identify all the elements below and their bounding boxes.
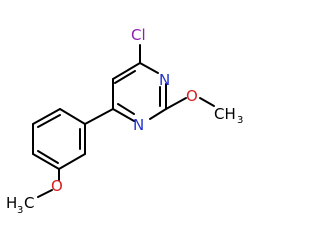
nitrogen-label-top: N — [159, 71, 170, 89]
bond-c6-phenyl — [84, 108, 114, 125]
bond-ph-1 — [59, 108, 86, 125]
oxygen-label-bottom: O — [51, 177, 63, 195]
bond-c6-n1-inner — [117, 103, 135, 115]
bond-ph-inner-2 — [37, 114, 61, 128]
bond-c4-n3 — [139, 62, 159, 74]
chlorine-label: Cl — [131, 26, 146, 44]
bond-ph-2 — [32, 108, 61, 125]
bond-o-ch3-bottom — [37, 189, 53, 198]
oxygen-label-right: O — [186, 87, 198, 105]
bond-ph-inner-3 — [37, 150, 59, 164]
methyl-sub-bottom: 3 — [17, 205, 23, 216]
methyl-label-bottom-h: H — [6, 194, 17, 212]
bond-ph-4 — [32, 153, 60, 170]
molecule-diagram: Cl N N O CH 3 O H 3 C — [6, 26, 243, 216]
bond-c2-o — [165, 97, 187, 110]
methyl-sub-right: 3 — [237, 115, 243, 126]
bond-c4-c5 — [112, 62, 141, 80]
bonds — [32, 44, 215, 198]
methyl-label-bottom-c: C — [24, 194, 34, 212]
bond-n1-c6 — [112, 108, 135, 122]
bond-c4-c5-inner — [114, 70, 136, 84]
bond-c2-n1 — [149, 108, 167, 120]
bond-o-ch3 — [199, 97, 215, 107]
methyl-label-right: CH — [214, 105, 236, 123]
structure-canvas: Cl N N O CH 3 O H 3 C — [6, 26, 244, 216]
nitrogen-label-bottom: N — [133, 116, 144, 134]
bond-ph-5 — [58, 153, 86, 170]
